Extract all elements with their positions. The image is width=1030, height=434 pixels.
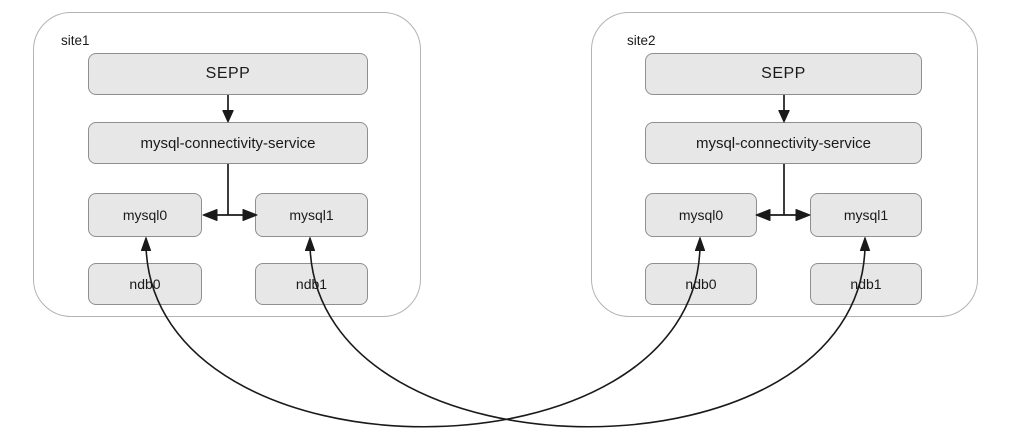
node-site2-sepp-label: SEPP (761, 65, 806, 82)
node-site1-mysql0-label: mysql0 (122, 207, 168, 223)
node-site1-service-label: mysql-connectivity-service (140, 134, 316, 152)
node-site1-ndb0: ndb0 (88, 263, 202, 305)
node-site2-mysql-connectivity-service: mysql-connectivity-service (645, 122, 922, 164)
node-site2-ndb0: ndb0 (645, 263, 757, 305)
node-site1-ndb0-label: ndb0 (129, 276, 161, 292)
node-site1-ndb1-label: ndb1 (295, 276, 328, 292)
node-site1-mysql1: mysql1 (255, 193, 368, 237)
node-site1-mysql0: mysql0 (88, 193, 202, 237)
node-site2-mysql1: mysql1 (810, 193, 922, 237)
node-site1-mysql-connectivity-service: mysql-connectivity-service (88, 122, 368, 164)
node-site2-ndb1: ndb1 (810, 263, 922, 305)
node-site1-mysql1-label: mysql1 (289, 207, 334, 223)
node-site2-sepp: SEPP (645, 53, 922, 95)
site2-label: site2 (627, 33, 656, 48)
node-site1-sepp: SEPP (88, 53, 368, 95)
node-site2-mysql0-label: mysql0 (678, 207, 724, 223)
node-site2-mysql1-label: mysql1 (843, 207, 889, 223)
node-site2-mysql0: mysql0 (645, 193, 757, 237)
node-site1-sepp-label: SEPP (205, 65, 251, 82)
node-site2-ndb0-label: ndb0 (685, 276, 717, 292)
node-site1-ndb1: ndb1 (255, 263, 368, 305)
site1-label: site1 (61, 33, 90, 48)
node-site2-ndb1-label: ndb1 (850, 276, 882, 292)
node-site2-service-label: mysql-connectivity-service (695, 134, 872, 152)
